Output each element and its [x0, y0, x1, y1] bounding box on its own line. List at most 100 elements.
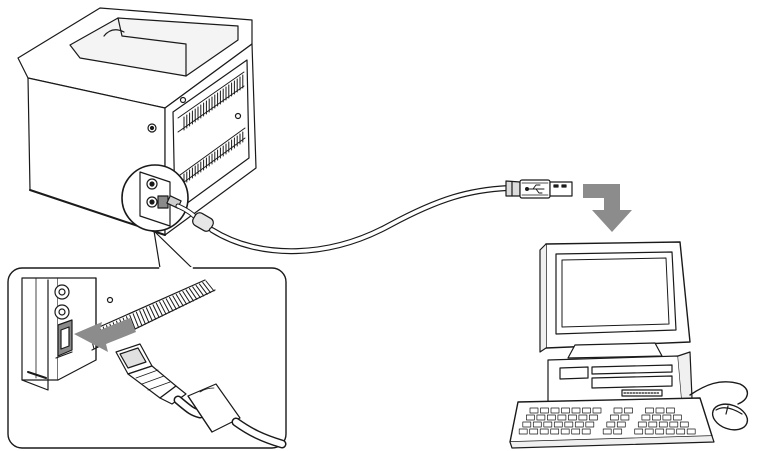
- keyboard: [509, 397, 715, 449]
- vent-slot: [182, 290, 191, 304]
- usb-a-connector: [505, 179, 573, 199]
- vent-slot: [188, 287, 198, 300]
- callout-pointer: [153, 230, 193, 269]
- key: [686, 428, 696, 435]
- left-arrow-icon: [74, 318, 136, 352]
- key: [585, 421, 595, 428]
- key: [616, 421, 626, 428]
- key: [606, 421, 616, 428]
- key: [624, 407, 633, 414]
- key: [665, 428, 675, 435]
- vent-slot: [142, 308, 150, 323]
- vent-slot: [135, 311, 143, 327]
- key: [669, 421, 679, 428]
- key: [613, 428, 623, 435]
- mouse: [711, 403, 749, 431]
- ferrite-core-small: [192, 212, 214, 232]
- key: [540, 407, 549, 414]
- vent-slot: [178, 292, 188, 305]
- key: [676, 428, 686, 435]
- key: [602, 428, 612, 435]
- key: [550, 407, 560, 414]
- key: [561, 407, 570, 414]
- vent-slot: [195, 284, 205, 297]
- mouse-cable: [689, 381, 748, 405]
- vent-slot: [202, 281, 212, 294]
- vent-slot: [159, 301, 167, 315]
- usb-b-connector: [115, 343, 187, 405]
- vent-slot: [139, 310, 146, 325]
- key: [673, 414, 682, 421]
- key: [655, 428, 665, 435]
- key: [613, 407, 623, 414]
- key: [550, 428, 560, 435]
- key: [526, 414, 535, 421]
- key: [658, 421, 668, 428]
- key: [652, 414, 661, 421]
- key: [553, 421, 563, 428]
- key: [666, 407, 675, 414]
- key: [592, 407, 602, 414]
- usb-cable: [209, 185, 511, 255]
- vent-slot: [192, 286, 201, 299]
- vent-slot: [129, 314, 136, 330]
- down-arrow-icon: [583, 184, 632, 232]
- key: [571, 428, 581, 435]
- vent-slot: [155, 302, 164, 317]
- key: [582, 407, 591, 414]
- key: [662, 414, 672, 421]
- key: [536, 414, 546, 421]
- key: [655, 407, 665, 414]
- key: [645, 407, 654, 414]
- desktop-computer: [509, 241, 749, 449]
- key: [578, 414, 588, 421]
- printer-vent-grille: [177, 71, 246, 186]
- vent-slot: [132, 313, 140, 328]
- key: [564, 421, 574, 428]
- vent-slot: [185, 289, 194, 302]
- key: [648, 421, 658, 428]
- screw-icon: [234, 112, 242, 120]
- vent-slot: [169, 296, 177, 310]
- key: [560, 428, 570, 435]
- key: [641, 414, 651, 421]
- key: [644, 428, 654, 435]
- key: [589, 414, 598, 421]
- usb-icon: [525, 184, 545, 194]
- vent-slot: [175, 293, 184, 307]
- key: [557, 414, 567, 421]
- key: [581, 428, 591, 435]
- key: [529, 407, 539, 414]
- key: [547, 414, 556, 421]
- key: [543, 421, 553, 428]
- key: [574, 421, 584, 428]
- vent-slot: [145, 307, 153, 322]
- system-unit: [547, 351, 693, 407]
- vent-slot: [198, 283, 208, 295]
- zoom-inset: [7, 267, 287, 449]
- key: [620, 414, 630, 421]
- vent-slot: [162, 299, 170, 314]
- key: [529, 428, 539, 435]
- vent-slot: [152, 304, 160, 319]
- vent-slot: [172, 295, 181, 309]
- key: [568, 414, 577, 421]
- vent-slot: [165, 298, 174, 312]
- vent-slot: [205, 280, 215, 292]
- printer: [17, 7, 257, 236]
- screw-icon: [179, 96, 187, 104]
- vent-slot: [149, 305, 157, 320]
- key: [518, 428, 528, 435]
- monitor: [539, 241, 691, 359]
- key: [637, 421, 647, 428]
- key: [679, 421, 689, 428]
- key: [610, 414, 619, 421]
- key: [532, 421, 542, 428]
- screw-icon: [149, 125, 155, 131]
- key: [539, 428, 549, 435]
- key: [634, 428, 644, 435]
- ferrite-core: [187, 383, 241, 433]
- key: [522, 421, 532, 428]
